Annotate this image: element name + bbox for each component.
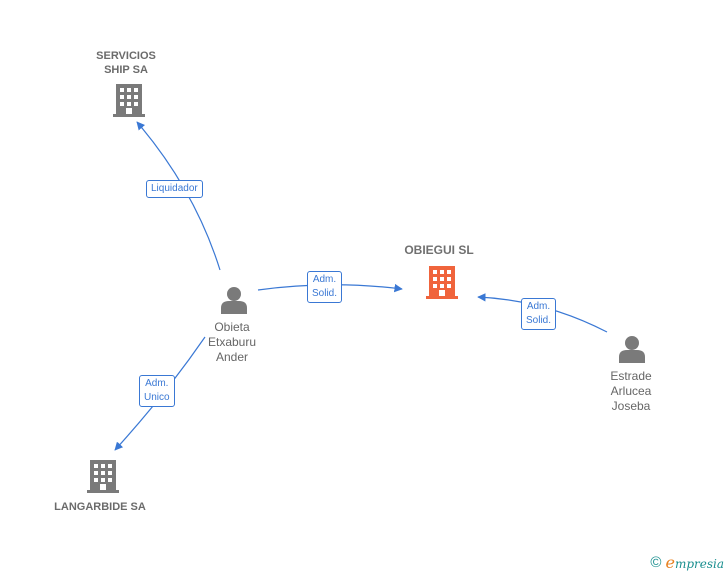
brand-logo: empresia	[665, 553, 724, 572]
building-icon[interactable]	[113, 84, 145, 117]
footer-brand: © empresia	[650, 553, 724, 572]
node-label-obiegui[interactable]: OBIEGUI SL	[404, 243, 474, 257]
edge-label-adm-solid-estrade: Adm. Solid.	[521, 298, 557, 330]
edge-label-liquidador: Liquidador	[146, 180, 203, 198]
node-label-obieta[interactable]: Obieta Etxaburu Ander	[207, 320, 257, 364]
edge-label-adm-solid-obieta: Adm. Solid.	[307, 271, 343, 303]
copyright-icon: ©	[650, 554, 662, 571]
node-label-langarbide[interactable]: LANGARBIDE SA	[54, 501, 146, 513]
building-icon[interactable]	[426, 266, 458, 299]
edge-label-adm-unico: Adm. Unico	[139, 375, 175, 407]
building-icon[interactable]	[87, 460, 119, 493]
person-icon[interactable]	[619, 336, 645, 363]
node-label-estrade[interactable]: Estrade Arlucea Joseba	[610, 369, 652, 413]
node-label-servicios-ship[interactable]: SERVICIOS SHIP SA	[96, 50, 156, 76]
person-icon[interactable]	[221, 287, 247, 314]
